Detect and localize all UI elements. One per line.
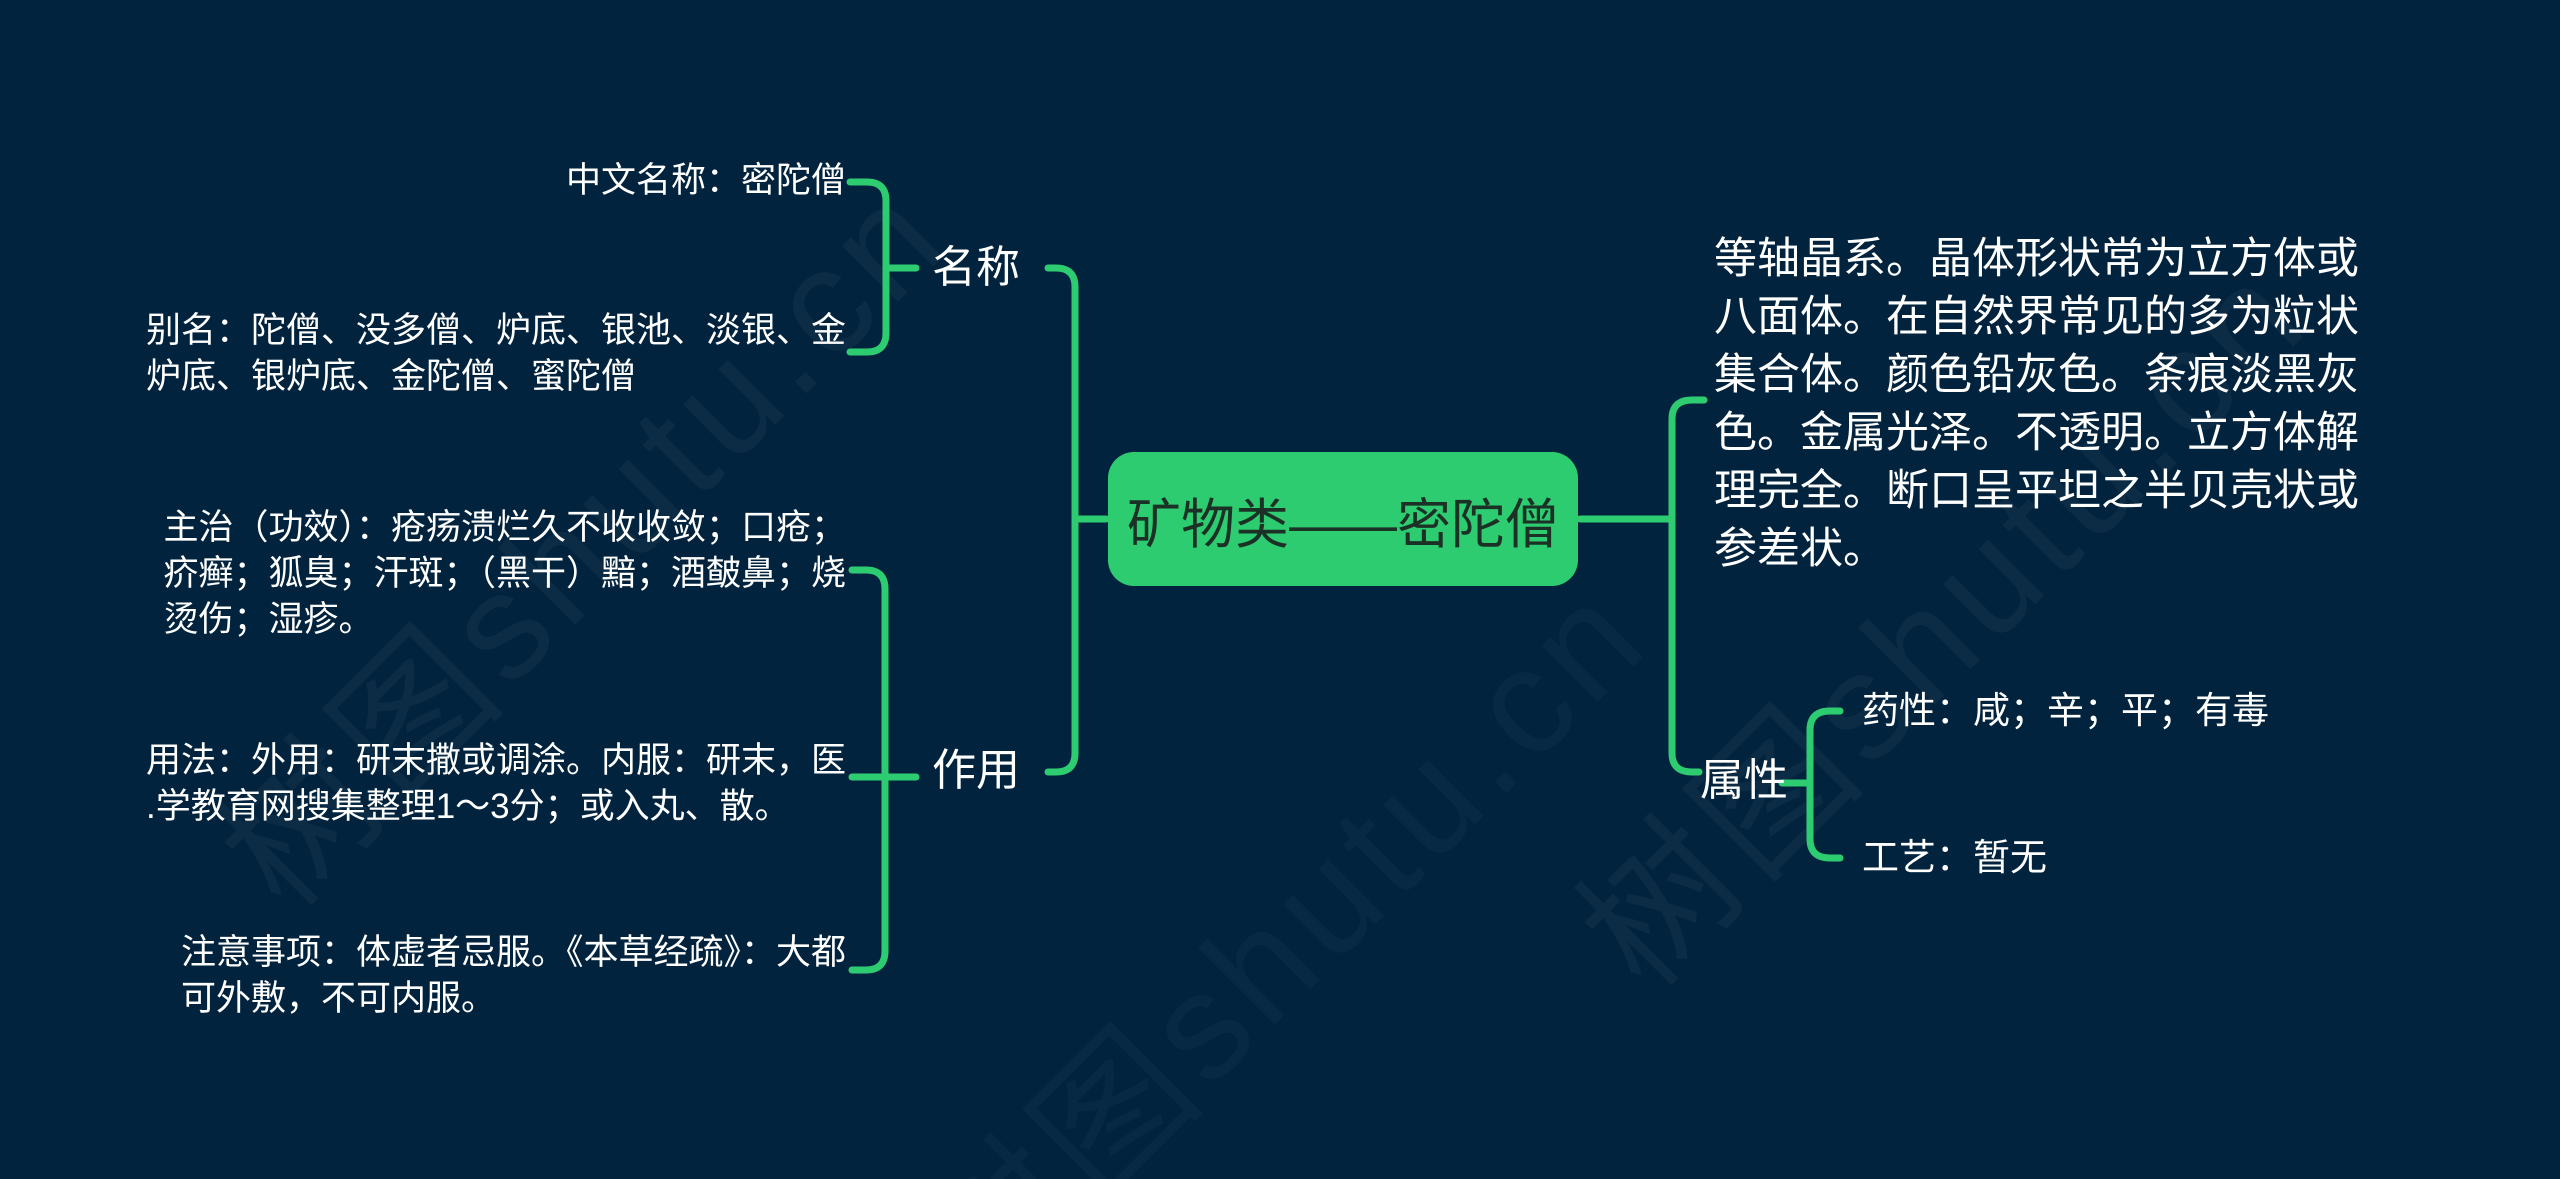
connector-left-main-bracket bbox=[1044, 264, 1079, 776]
node-precautions[interactable]: 注意事项：体虚者忌服。《本草经疏》：大都 可外敷，不可内服。 bbox=[180, 933, 846, 1018]
connector-right-main-bracket bbox=[1668, 396, 1708, 776]
node-chinese-name[interactable]: 中文名称：密陀僧 bbox=[565, 161, 846, 200]
node-indications[interactable]: 主治（功效）：疮疡溃烂久不收收敛；口疮； 疥癣；狐臭；汗斑；（黑干）黯；酒皶鼻；… bbox=[163, 508, 846, 639]
branch-label-name[interactable]: 名称 bbox=[932, 243, 1020, 292]
node-usage[interactable]: 用法：外用：研末撒或调涂。内服：研末，医 .学教育网搜集整理1～3分；或入丸、散… bbox=[145, 741, 846, 826]
branch-label-function[interactable]: 作用 bbox=[932, 746, 1020, 795]
connector-zuoyong-children-bracket bbox=[848, 566, 889, 974]
root-node[interactable]: 矿物类——密陀僧 bbox=[1108, 452, 1578, 586]
node-medicinal-properties[interactable]: 药性：咸；辛；平；有毒 bbox=[1862, 690, 2269, 731]
branch-label-properties[interactable]: 属性 bbox=[1700, 756, 1788, 805]
node-crystal-description[interactable]: 等轴晶系。晶体形状常为立方体或 八面体。在自然界常见的多为粒状 集合体。颜色铅灰… bbox=[1714, 235, 2359, 573]
connector-mingcheng-children-bracket bbox=[846, 178, 890, 356]
connector-shuxing-children-bracket bbox=[1806, 707, 1844, 862]
node-craft[interactable]: 工艺：暂无 bbox=[1862, 837, 2047, 878]
node-aliases[interactable]: 别名：陀僧、没多僧、炉底、银池、淡银、金 炉底、银炉底、金陀僧、蜜陀僧 bbox=[145, 311, 846, 396]
